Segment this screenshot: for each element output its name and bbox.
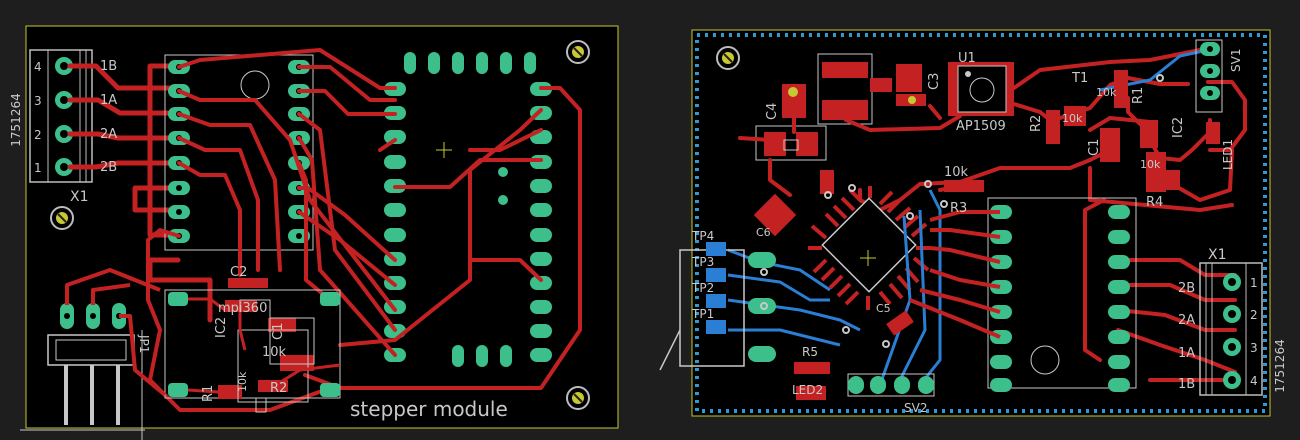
left-board[interactable]: 4 3 2 1 X1 1751264 1B 1A 2A 2B	[9, 25, 619, 440]
x1r-ref-label: X1	[1208, 247, 1227, 263]
x1r-pin-2: 2	[1250, 308, 1258, 322]
label-10k-t1: 10k	[1096, 86, 1117, 99]
x1-pin-4: 4	[34, 60, 42, 74]
label-10k-r2: 10k	[1062, 112, 1083, 125]
net-label-2b-right: 2B	[1178, 281, 1195, 296]
label-t1: T1	[1071, 71, 1088, 86]
test-points[interactable]: TP4 TP3 TP2 TP1	[659, 229, 745, 371]
connector-x1-right[interactable]: 1 2 3 4 X1 1751264 2B 2A 1A 1B	[1178, 247, 1287, 396]
label-10k-ic: 10k	[1140, 158, 1161, 171]
label-c5: C5	[876, 302, 891, 315]
x1r-pin-3: 3	[1250, 341, 1258, 355]
label-u1: U1	[958, 51, 976, 66]
label-r4: R4	[1146, 195, 1163, 210]
label-c1: C1	[271, 323, 286, 340]
x1-pin-3: 3	[34, 94, 42, 108]
mounting-hole-right-board	[716, 46, 740, 70]
regulator-smd-parts[interactable]	[218, 278, 314, 399]
regulator-pads[interactable]	[168, 292, 340, 397]
label-r1: R1	[201, 385, 216, 402]
driver-pads-right-board-left[interactable]	[990, 205, 1012, 392]
label-tp1: TP1	[691, 307, 714, 321]
label-r5: R5	[802, 345, 818, 359]
label-ic2: IC2	[1171, 117, 1186, 138]
net-label-2a-right: 2A	[1178, 313, 1195, 328]
header-jp1[interactable]: JP1	[20, 303, 151, 440]
label-c6: C6	[756, 226, 771, 239]
label-r1: R1	[1131, 87, 1146, 104]
label-ic2: IC2	[214, 317, 229, 338]
label-r3: R3	[950, 201, 967, 216]
net-label-2a: 2A	[100, 127, 117, 142]
label-10k: 10k	[262, 345, 287, 360]
net-label-2b: 2B	[100, 160, 117, 175]
label-tp2: TP2	[691, 281, 714, 295]
left-traces-connector	[67, 63, 213, 323]
driver-pot-right	[1030, 345, 1060, 375]
label-sv2: SV2	[904, 401, 927, 415]
label-sv1: SV1	[1229, 49, 1243, 72]
right-board-labels: U1 C3 AP1509 C4 T1 R1 10k R2 10k C1 IC2 …	[756, 51, 1186, 315]
header-sv1[interactable]: SV1	[1195, 39, 1243, 113]
x1-pin-2: 2	[34, 128, 42, 142]
label-10k-r3: 10k	[944, 165, 969, 180]
left-board-title: stepper module	[350, 397, 508, 421]
regulator-outline	[164, 289, 341, 399]
label-10k-small: 10k	[236, 371, 249, 392]
label-jp1: JP1	[137, 334, 151, 353]
label-tp4: TP4	[691, 229, 714, 243]
x1-pin-1: 1	[34, 161, 42, 175]
left-net-labels: 1B 1A 2A 2B	[100, 59, 117, 175]
right-board[interactable]: TP4 TP3 TP2 TP1	[659, 29, 1287, 417]
driver-pads-right-board-right[interactable]	[1108, 205, 1130, 392]
label-led1: LED1	[1221, 139, 1235, 170]
label-c2: C2	[230, 265, 247, 280]
r5-led2[interactable]: R5 LED2	[792, 345, 830, 400]
mounting-hole-left	[50, 206, 74, 230]
label-led2: LED2	[792, 383, 823, 397]
driver-traces-right	[909, 210, 1001, 339]
label-ap1509: AP1509	[956, 119, 1006, 134]
left-traces-main	[146, 48, 582, 412]
header-traces	[65, 268, 167, 397]
label-tp3: TP3	[691, 255, 714, 269]
x1r-pin-1: 1	[1250, 276, 1258, 290]
left-board-id-text: 1751264	[9, 93, 23, 146]
ic-u1-ap1509[interactable]	[948, 62, 1014, 116]
regulator-traces	[187, 297, 341, 394]
net-label-1a: 1A	[100, 93, 117, 108]
net-label-1b: 1B	[100, 59, 117, 74]
net-label-1a-right: 1A	[1178, 346, 1195, 361]
label-c4: C4	[765, 103, 780, 120]
x1-ref-label: X1	[70, 189, 89, 205]
regulator-labels: C2 mpi360 IC2 C1 10k R1 R2 10k	[201, 265, 287, 402]
label-r2: R2	[270, 381, 287, 396]
mounting-hole-top-right	[566, 40, 590, 64]
mcu-small-pads	[498, 167, 508, 205]
vias	[760, 74, 1164, 348]
regulator-outlines-small	[237, 299, 315, 413]
label-mpi360: mpi360	[218, 301, 267, 316]
led1[interactable]: LED1	[1206, 122, 1235, 170]
label-c3: C3	[927, 73, 942, 90]
label-r2: R2	[1029, 115, 1044, 132]
mcu-pads-top[interactable]	[404, 52, 536, 74]
x1r-pin-4: 4	[1250, 374, 1258, 388]
net-label-1b-right: 1B	[1178, 377, 1195, 392]
mcu-pads-bottom[interactable]	[452, 345, 512, 367]
mcu-pads-right[interactable]	[530, 82, 552, 362]
power-section[interactable]	[755, 53, 926, 161]
label-c1: C1	[1087, 139, 1102, 156]
mounting-hole-bottom-right	[566, 386, 590, 410]
connector-x1-left[interactable]: 4 3 2 1 X1 1751264	[9, 49, 93, 205]
right-board-id-text: 1751264	[1273, 339, 1287, 392]
header-sv2[interactable]: SV2	[847, 373, 935, 415]
mcu-center-cross	[436, 142, 452, 158]
driver-outline-right	[987, 197, 1137, 389]
